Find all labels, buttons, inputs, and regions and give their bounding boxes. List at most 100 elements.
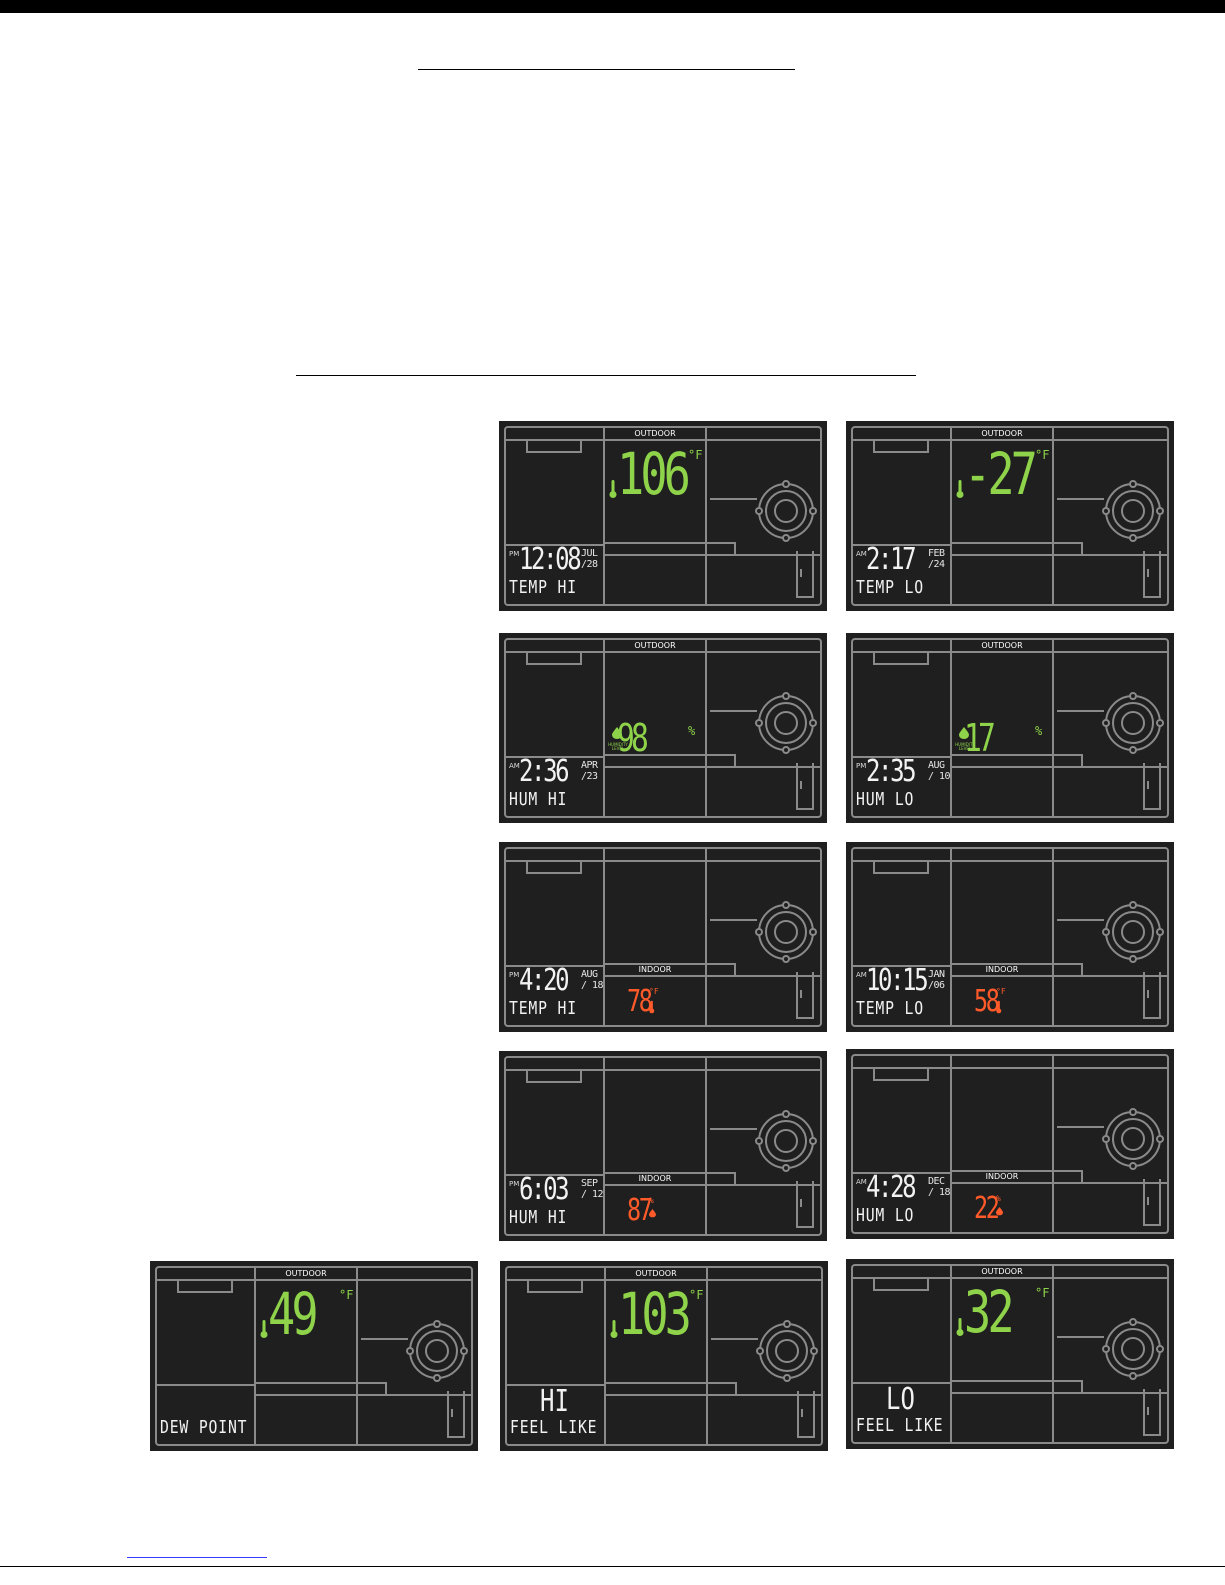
compass-ring-outer bbox=[758, 695, 814, 751]
feels-like-hi-lo: LO bbox=[886, 1382, 915, 1417]
outdoor-value: 106 bbox=[617, 440, 691, 508]
compass-center bbox=[425, 1339, 449, 1363]
footer-link-underline[interactable] bbox=[127, 1557, 267, 1558]
compass-dot bbox=[1102, 1135, 1110, 1143]
lcd-tab bbox=[527, 1280, 583, 1293]
feels-like-hi-lo: HI bbox=[540, 1384, 569, 1419]
compass-dot bbox=[1129, 692, 1137, 700]
rain-gauge-icon bbox=[1143, 763, 1161, 810]
rain-gauge-icon bbox=[796, 551, 814, 598]
lcd-frame bbox=[851, 847, 1169, 1027]
record-label: TEMP LO bbox=[856, 577, 924, 598]
display-section-header: OUTDOOR bbox=[981, 641, 1023, 650]
lcd-frame bbox=[504, 1056, 822, 1236]
record-label: FEEL LIKE bbox=[856, 1415, 944, 1436]
droplet-icon bbox=[996, 1207, 1003, 1216]
am-pm-indicator: PM bbox=[509, 971, 520, 979]
record-label: HUM LO bbox=[856, 1205, 915, 1226]
compass-ring-outer bbox=[1105, 904, 1161, 960]
lcd-grid bbox=[155, 1266, 473, 1446]
display-section-header: INDOOR bbox=[638, 1174, 672, 1183]
compass-ring-inner bbox=[1112, 702, 1154, 744]
compass-ring-inner bbox=[765, 702, 807, 744]
thermometer-icon bbox=[996, 1000, 1002, 1014]
outdoor-unit: °F bbox=[689, 1288, 704, 1302]
compass-ring-inner bbox=[1112, 1328, 1154, 1370]
compass-ring-outer bbox=[1105, 483, 1161, 539]
indoor-value: 58 bbox=[974, 984, 1000, 1019]
record-month: JAN bbox=[928, 969, 945, 980]
thermometer-icon bbox=[649, 1000, 655, 1014]
record-time: 4:28 bbox=[866, 1170, 917, 1205]
compass-center bbox=[1121, 1127, 1145, 1151]
outdoor-unit: % bbox=[688, 724, 696, 738]
compass-ring-outer bbox=[1105, 1321, 1161, 1377]
compass-dot bbox=[1102, 1345, 1110, 1353]
lcd-divider-step bbox=[951, 1380, 1083, 1393]
indoor-unit: °F bbox=[996, 987, 1006, 996]
indoor-value: 78 bbox=[627, 984, 653, 1019]
lcd-tab bbox=[177, 1280, 233, 1293]
compass-ring-outer bbox=[409, 1323, 465, 1379]
compass-dot bbox=[783, 1374, 791, 1382]
lcd-frame bbox=[851, 426, 1169, 606]
compass-dot bbox=[782, 955, 790, 963]
lcd-tab bbox=[526, 861, 582, 874]
indoor-value: 87 bbox=[627, 1193, 653, 1228]
lcd-grid bbox=[504, 1056, 822, 1236]
lcd-tab bbox=[873, 652, 929, 665]
display-section-header: OUTDOOR bbox=[981, 1267, 1023, 1276]
top-black-bar bbox=[0, 0, 1225, 13]
lcd-divider-step bbox=[951, 1170, 1083, 1183]
record-time: 2:17 bbox=[866, 542, 917, 577]
compass-dot bbox=[783, 1320, 791, 1328]
outdoor-value: 103 bbox=[618, 1280, 692, 1348]
compass-dot bbox=[1129, 746, 1137, 754]
indoor-value: 22 bbox=[974, 1191, 1000, 1226]
record-time: 12:08 bbox=[519, 542, 582, 577]
lcd-divider-step bbox=[604, 963, 736, 976]
droplet-icon bbox=[959, 727, 969, 739]
indoor-unit: °F bbox=[649, 987, 659, 996]
record-day: /24 bbox=[928, 559, 945, 570]
compass-center bbox=[1121, 1337, 1145, 1361]
compass-dot bbox=[1156, 1135, 1164, 1143]
display-section-header: OUTDOOR bbox=[634, 641, 676, 650]
compass-dot bbox=[755, 719, 763, 727]
compass-ring-inner bbox=[765, 490, 807, 532]
footer-rule bbox=[0, 1566, 1225, 1567]
record-label: TEMP HI bbox=[509, 998, 577, 1019]
record-day: /23 bbox=[581, 771, 598, 782]
compass-dot bbox=[782, 534, 790, 542]
compass-center bbox=[774, 920, 798, 944]
compass-dot bbox=[810, 1347, 818, 1355]
record-month: SEP bbox=[581, 1178, 598, 1189]
compass-dot bbox=[433, 1374, 441, 1382]
outdoor-value: 49 bbox=[268, 1280, 319, 1348]
lcd-divider-step bbox=[605, 1382, 737, 1395]
compass-dot bbox=[1156, 719, 1164, 727]
compass-dot bbox=[782, 692, 790, 700]
record-month: AUG bbox=[581, 969, 598, 980]
compass-dot bbox=[755, 507, 763, 515]
record-label: TEMP HI bbox=[509, 577, 577, 598]
record-month: JUL bbox=[581, 548, 598, 559]
compass-dot bbox=[1156, 928, 1164, 936]
display-section-header: INDOOR bbox=[985, 1172, 1019, 1181]
compass-ring-outer bbox=[758, 1113, 814, 1169]
record-label: FEEL LIKE bbox=[510, 1417, 598, 1438]
lcd-grid bbox=[851, 426, 1169, 606]
thermometer-icon bbox=[260, 1320, 268, 1338]
compass-dot bbox=[782, 1164, 790, 1172]
record-label: TEMP LO bbox=[856, 998, 924, 1019]
humidity-level-label: HUMIDITY LEVEL bbox=[955, 742, 975, 752]
compass-dot bbox=[782, 1110, 790, 1118]
lcd-frame bbox=[155, 1266, 473, 1446]
outdoor-unit: °F bbox=[1035, 448, 1050, 462]
record-month: AUG bbox=[928, 760, 945, 771]
compass-ring-outer bbox=[1105, 695, 1161, 751]
thermometer-icon bbox=[610, 1320, 618, 1338]
